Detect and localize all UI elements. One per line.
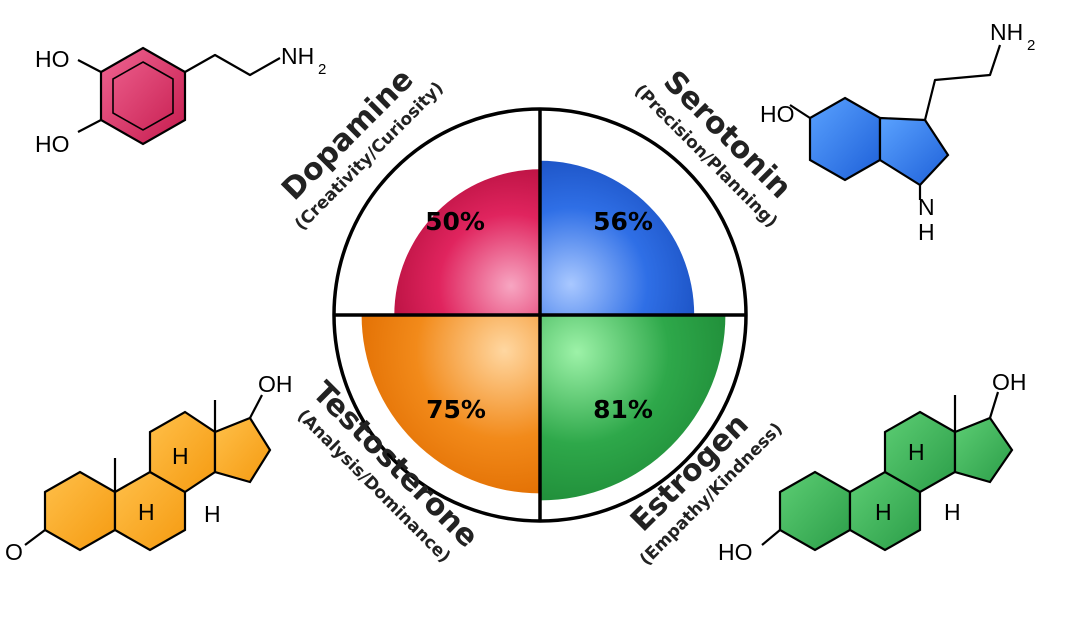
- svg-text:NH: NH: [281, 43, 314, 69]
- testosterone-value-label: 75%: [426, 395, 486, 424]
- svg-text:H: H: [918, 219, 935, 245]
- dopamine-molecule-icon: HO HO NH 2: [35, 43, 326, 157]
- dopamine-value-label: 50%: [425, 207, 485, 236]
- polar-area-chart: 50% 56% 75% 81%: [332, 107, 748, 523]
- svg-text:H: H: [875, 499, 892, 525]
- svg-text:NH: NH: [990, 19, 1023, 45]
- svg-text:HO: HO: [35, 46, 70, 72]
- serotonin-label-group: Serotonin (Precision/Planning): [630, 64, 798, 232]
- svg-text:OH: OH: [258, 371, 293, 397]
- estrogen-molecule-icon: HO OH H H H: [718, 369, 1027, 565]
- dopamine-segment: [394, 169, 540, 315]
- serotonin-value-label: 56%: [593, 207, 653, 236]
- dopamine-label-group: Dopamine (Creativity/Curiosity): [275, 62, 447, 234]
- svg-text:H: H: [908, 439, 925, 465]
- svg-text:H: H: [204, 501, 221, 527]
- svg-text:2: 2: [318, 61, 326, 78]
- svg-text:O: O: [5, 539, 23, 565]
- estrogen-segment: [540, 315, 726, 501]
- estrogen-value-label: 81%: [593, 395, 653, 424]
- svg-text:H: H: [944, 499, 961, 525]
- svg-text:N: N: [918, 194, 935, 220]
- testosterone-molecule-icon: O OH H H H: [5, 371, 293, 565]
- svg-text:2: 2: [1027, 37, 1035, 54]
- serotonin-molecule-icon: HO NH 2 N H: [760, 19, 1035, 245]
- serotonin-segment: [540, 160, 695, 315]
- svg-text:H: H: [172, 443, 189, 469]
- svg-text:HO: HO: [760, 101, 795, 127]
- svg-text:H: H: [138, 499, 155, 525]
- svg-text:OH: OH: [992, 369, 1027, 395]
- svg-text:HO: HO: [35, 131, 70, 157]
- svg-text:HO: HO: [718, 539, 753, 565]
- testosterone-segment: [361, 315, 540, 494]
